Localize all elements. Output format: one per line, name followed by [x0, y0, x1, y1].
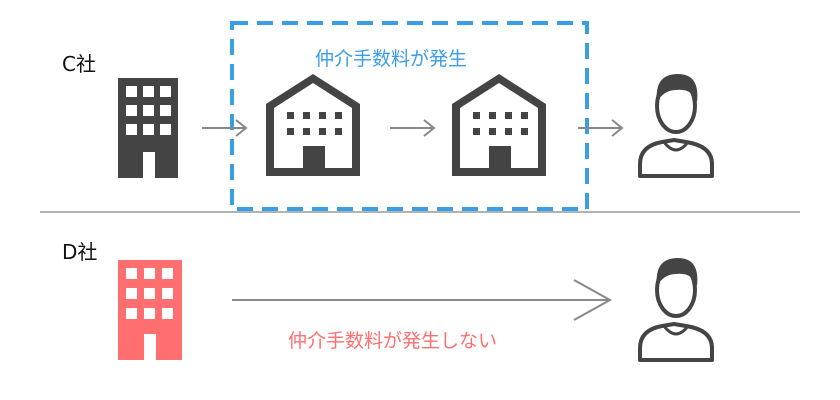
arrow-company-to-agency [202, 119, 248, 137]
fee-occurs-label: 仲介手数料が発生 [315, 48, 468, 70]
person-c-icon [638, 74, 714, 178]
arrow-agency-to-agency [390, 119, 436, 137]
company-d-building-icon [118, 260, 182, 360]
arrow-company-to-person-direct [232, 279, 613, 321]
company-d-label: D社 [62, 240, 98, 264]
fee-not-occur-label: 仲介手数料が発生しない [288, 330, 498, 352]
fee-box [230, 21, 589, 211]
agency-house-1-icon [266, 74, 360, 176]
arrow-agency-to-person [578, 119, 624, 137]
agency-house-2-icon [452, 74, 546, 176]
person-d-icon [638, 258, 714, 362]
company-c-building-icon [118, 78, 178, 178]
company-c-label: C社 [62, 52, 96, 76]
